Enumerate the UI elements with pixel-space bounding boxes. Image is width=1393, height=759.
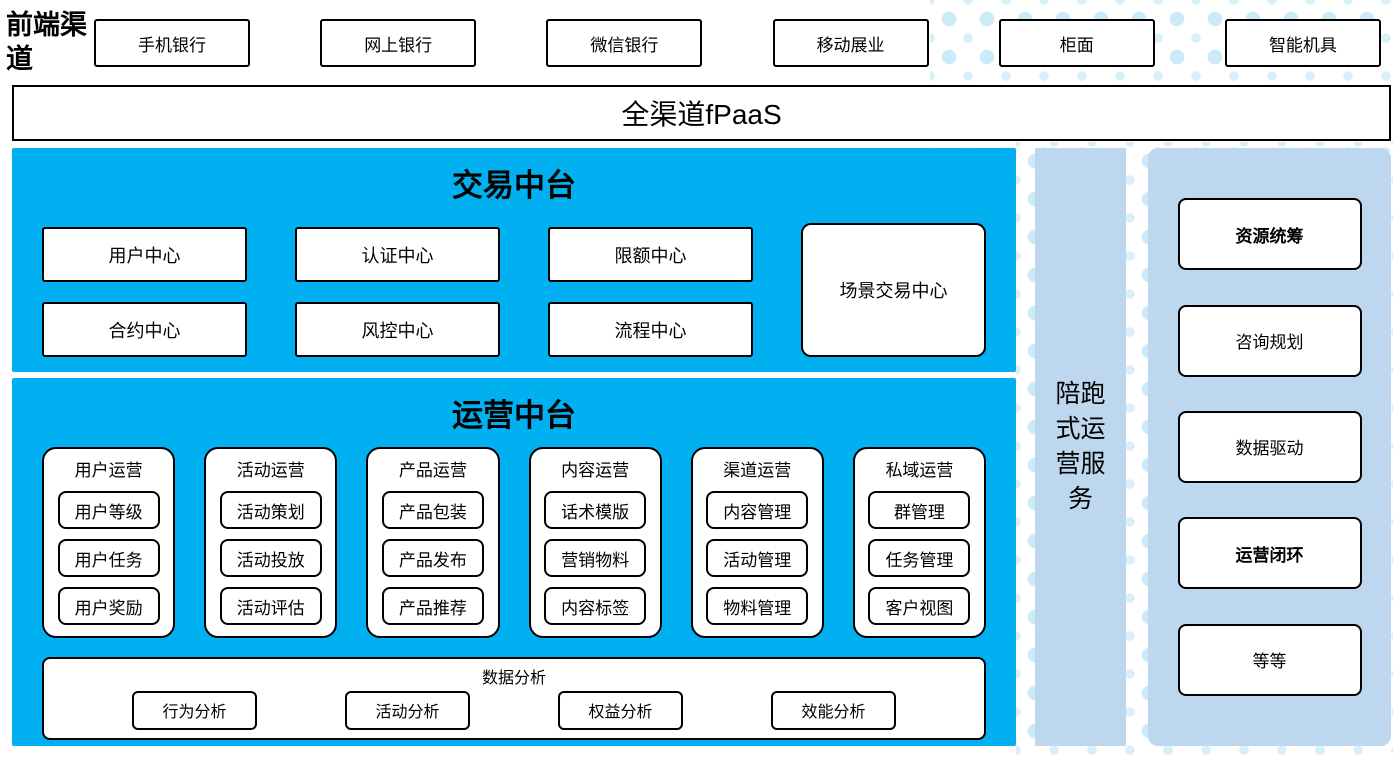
analysis-box-activity: 活动分析 <box>345 690 470 730</box>
operation-columns: 用户运营 用户等级 用户任务 用户奖励 活动运营 活动策划 活动投放 活动评估 … <box>12 435 1016 638</box>
data-analysis-row: 行为分析 活动分析 权益分析 效能分析 <box>44 688 984 738</box>
ops-column-header: 内容运营 <box>561 461 630 480</box>
panel-box-data-driven: 数据驱动 <box>1177 410 1362 483</box>
ops-item: 任务管理 <box>868 539 971 577</box>
channel-box-online-banking: 网上银行 <box>320 19 477 67</box>
accompanying-ops-service-label: 陪跑式运营服务 <box>1055 380 1106 513</box>
data-analysis-title: 数据分析 <box>481 670 546 687</box>
operation-platform-title: 运营中台 <box>452 398 576 433</box>
ops-item: 活动投放 <box>219 539 322 577</box>
ops-item: 产品发布 <box>381 539 484 577</box>
ops-item: 用户等级 <box>57 491 160 529</box>
analysis-box-efficiency: 效能分析 <box>771 690 896 730</box>
ops-item: 群管理 <box>868 491 971 529</box>
trade-platform-section: 交易中台 用户中心 认证中心 限额中心 合约中心 风控中心 流程中心 场景交易中… <box>12 148 1016 372</box>
analysis-box-benefit: 权益分析 <box>558 690 683 730</box>
center-box-auth: 认证中心 <box>295 227 500 282</box>
ops-item: 客户视图 <box>868 587 971 625</box>
ops-column-header: 渠道运营 <box>723 461 792 480</box>
front-channels-row: 前端渠道 手机银行 网上银行 微信银行 移动展业 柜面 智能机具 <box>0 8 1393 78</box>
analysis-box-behavior: 行为分析 <box>132 690 257 730</box>
ops-item: 用户任务 <box>57 539 160 577</box>
ops-column-header: 产品运营 <box>398 461 467 480</box>
ops-item: 活动评估 <box>219 587 322 625</box>
ops-item: 物料管理 <box>706 587 809 625</box>
ops-column-user: 用户运营 用户等级 用户任务 用户奖励 <box>42 447 176 638</box>
channel-box-counter: 柜面 <box>998 19 1155 67</box>
trade-centers-grid: 用户中心 认证中心 限额中心 合约中心 风控中心 流程中心 <box>42 227 753 357</box>
ops-column-activity: 活动运营 活动策划 活动投放 活动评估 <box>204 447 338 638</box>
channel-box-mobile-banking: 手机银行 <box>94 19 250 67</box>
center-box-contract: 合约中心 <box>42 302 247 357</box>
ops-column-channel: 渠道运营 内容管理 活动管理 物料管理 <box>690 447 824 638</box>
trade-platform-body: 用户中心 认证中心 限额中心 合约中心 风控中心 流程中心 场景交易中心 <box>12 205 1016 357</box>
center-box-user: 用户中心 <box>42 227 247 282</box>
ops-item: 内容管理 <box>706 491 809 529</box>
center-box-risk: 风控中心 <box>295 302 500 357</box>
service-panel: 资源统筹 咨询规划 数据驱动 运营闭环 等等 <box>1148 148 1391 746</box>
channel-box-mobile-sales: 移动展业 <box>772 19 929 67</box>
omni-channel-fpaas-bar: 全渠道fPaaS <box>12 85 1391 141</box>
ops-item: 内容标签 <box>544 587 647 625</box>
ops-item: 产品包装 <box>381 491 484 529</box>
trade-platform-title: 交易中台 <box>452 168 576 203</box>
channel-strip: 手机银行 网上银行 微信银行 移动展业 柜面 智能机具 <box>88 19 1393 67</box>
ops-item: 营销物料 <box>544 539 647 577</box>
ops-column-content: 内容运营 话术模版 营销物料 内容标签 <box>528 447 662 638</box>
ops-column-private-domain: 私域运营 群管理 任务管理 客户视图 <box>852 447 987 638</box>
ops-column-product: 产品运营 产品包装 产品发布 产品推荐 <box>366 447 500 638</box>
channel-box-smart-devices: 智能机具 <box>1224 19 1381 67</box>
front-channels-label: 前端渠道 <box>6 10 87 74</box>
ops-item: 活动策划 <box>219 491 322 529</box>
ops-item: 用户奖励 <box>57 587 160 625</box>
panel-box-consulting: 咨询规划 <box>1177 304 1362 377</box>
scene-trade-center-box: 场景交易中心 <box>801 223 986 357</box>
ops-column-header: 用户运营 <box>74 461 143 480</box>
ops-column-header: 活动运营 <box>236 461 305 480</box>
panel-box-resource-planning: 资源统筹 <box>1177 198 1362 271</box>
panel-box-ops-closed-loop: 运营闭环 <box>1177 517 1362 590</box>
ops-item: 活动管理 <box>706 539 809 577</box>
channel-box-wechat-banking: 微信银行 <box>546 19 703 67</box>
ops-column-header: 私域运营 <box>885 461 954 480</box>
accompanying-ops-service-bar: 陪跑式运营服务 <box>1035 148 1126 746</box>
panel-box-etc: 等等 <box>1177 623 1362 696</box>
center-box-process: 流程中心 <box>548 302 753 357</box>
data-analysis-container: 数据分析 行为分析 活动分析 权益分析 效能分析 <box>42 657 986 740</box>
center-box-limit: 限额中心 <box>548 227 753 282</box>
ops-item: 话术模版 <box>544 491 647 529</box>
ops-item: 产品推荐 <box>381 587 484 625</box>
operation-platform-section: 运营中台 用户运营 用户等级 用户任务 用户奖励 活动运营 活动策划 活动投放 … <box>12 378 1016 746</box>
